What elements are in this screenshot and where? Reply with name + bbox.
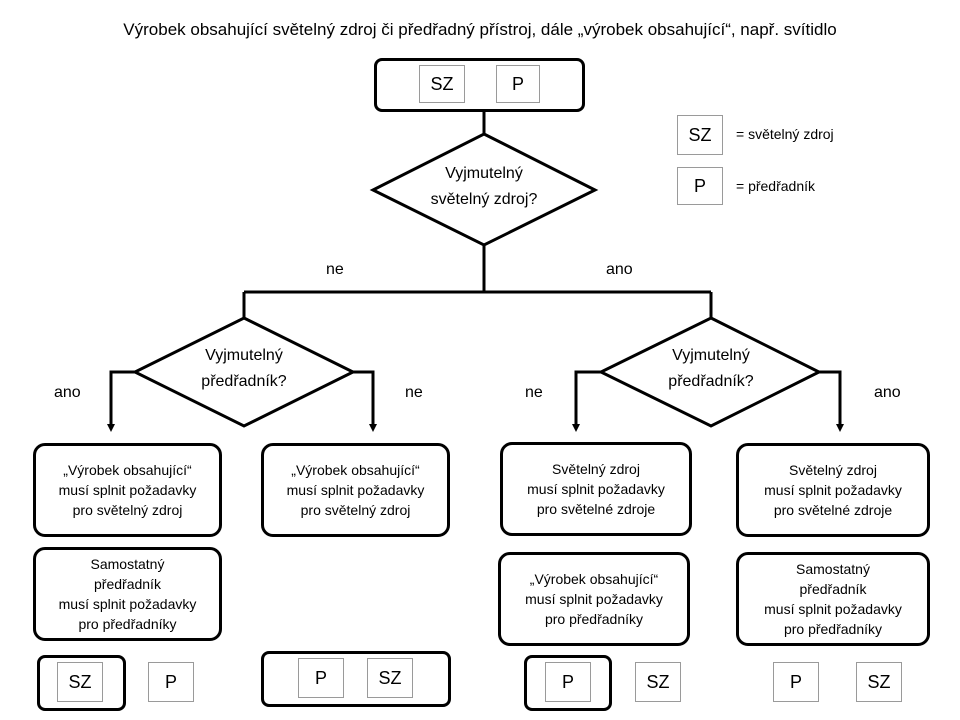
- branch-label-left-yes: ano: [54, 384, 81, 401]
- decision-left-text: Vyjmutelný předřadník?: [201, 347, 287, 390]
- arrow-right-no: [572, 370, 601, 432]
- branch-label-top-no: ne: [326, 261, 344, 278]
- branch-label-right-no: ne: [525, 384, 543, 401]
- legend-p-square: P: [677, 167, 723, 205]
- decision-diamond-top: [369, 132, 599, 247]
- page-title: Výrobek obsahující světelný zdroj či pře…: [123, 20, 837, 39]
- outcome-box-2: „Výrobek obsahující“ musí splnit požadav…: [261, 443, 450, 537]
- branch-label-right-yes: ano: [874, 384, 901, 401]
- result-2-sz-square: SZ: [367, 658, 413, 698]
- outcome-box-3-extra: „Výrobek obsahující“ musí splnit požadav…: [498, 552, 690, 646]
- result-3-p-square: P: [545, 662, 591, 702]
- arrow-left-yes: [107, 370, 135, 432]
- product-box-top: [374, 58, 585, 112]
- decision-diamond-left: [131, 316, 357, 428]
- result-frame-2: [261, 651, 451, 707]
- branch-label-left-no: ne: [405, 384, 423, 401]
- legend-sz-text: = světelný zdroj: [736, 126, 834, 142]
- legend-sz-square: SZ: [677, 115, 723, 155]
- decision-top-text: Vyjmutelný světelný zdroj?: [430, 165, 538, 208]
- result-4-sz-square: SZ: [856, 662, 902, 702]
- p-square-top: P: [496, 65, 540, 103]
- result-3-sz-square: SZ: [635, 662, 681, 702]
- outcome-box-3: Světelný zdroj musí splnit požadavky pro…: [500, 442, 692, 536]
- result-1-p-square: P: [148, 662, 194, 702]
- arrow-right-yes: [819, 370, 844, 432]
- result-1-sz-square: SZ: [57, 662, 103, 702]
- legend-p-text: = předřadník: [736, 178, 815, 194]
- branch-label-top-yes: ano: [606, 261, 633, 278]
- result-2-p-square: P: [298, 658, 344, 698]
- decision-right-text: Vyjmutelný předřadník?: [668, 347, 754, 390]
- result-4-p-square: P: [773, 662, 819, 702]
- outcome-box-1: „Výrobek obsahující“ musí splnit požadav…: [33, 443, 222, 537]
- decision-diamond-right: [597, 316, 823, 428]
- outcome-box-1-extra: Samostatný předřadník musí splnit požada…: [33, 547, 222, 641]
- sz-square-top: SZ: [419, 65, 465, 103]
- outcome-box-4-extra: Samostatný předřadník musí splnit požada…: [736, 552, 930, 646]
- arrow-left-no: [353, 370, 377, 432]
- outcome-box-4: Světelný zdroj musí splnit požadavky pro…: [736, 443, 930, 537]
